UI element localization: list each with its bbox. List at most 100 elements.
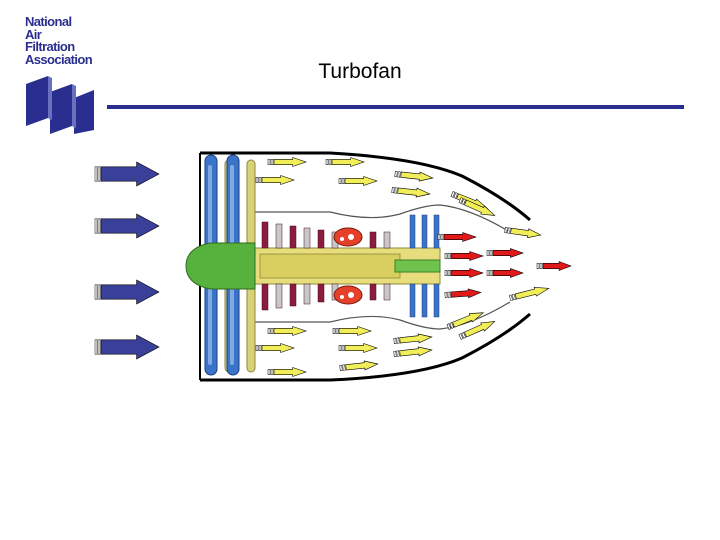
- arrow-tail-bar: [489, 270, 493, 276]
- arrow-tail-bar: [511, 293, 516, 301]
- arrow-tail-bar: [396, 350, 400, 357]
- compressor-blade: [289, 283, 297, 307]
- arrow-tail-bar: [335, 328, 339, 334]
- inner-shaft: [259, 253, 401, 279]
- hot-exhaust-arrow: [444, 268, 484, 278]
- logo-line-filtration: Filtration: [25, 39, 75, 54]
- naf-logo: National Air Filtration Association: [22, 14, 102, 134]
- arrow-tail-bar: [270, 159, 274, 165]
- arrow-tail-bar: [450, 191, 456, 198]
- compressor-blade: [383, 231, 391, 249]
- arrow-body: [450, 288, 482, 299]
- combustor-nozzle: [340, 295, 344, 299]
- arrow-tail-bar: [458, 333, 464, 340]
- arrow-tail-bar: [453, 192, 458, 199]
- bypass-arrow: [255, 343, 295, 353]
- combustor-nozzle: [348, 234, 354, 240]
- compressor-blade: [383, 283, 391, 301]
- arrow-tail-bar: [396, 337, 400, 344]
- arrow-tail-bar: [270, 369, 274, 375]
- logo-line-national: National: [25, 14, 72, 29]
- bypass-arrow: [267, 157, 307, 167]
- arrow-tail-bar: [325, 159, 329, 165]
- arrow-tail-bar: [446, 323, 452, 330]
- arrow-body: [542, 261, 572, 271]
- arrow-body: [100, 334, 160, 360]
- spinner-cone: [185, 242, 256, 290]
- arrow-tail-bar: [332, 328, 336, 334]
- arrow-tail-bar: [394, 187, 398, 194]
- logo-line-air: Air: [25, 26, 42, 42]
- compressor-blade: [303, 283, 311, 305]
- arrow-tail-bar: [341, 345, 345, 351]
- arrow-tail-bar: [393, 350, 397, 357]
- compressor-blade: [261, 283, 269, 311]
- inlet-arrow: [94, 334, 160, 360]
- arrow-tail-bar: [255, 177, 259, 183]
- arrow-tail-bar: [97, 166, 101, 182]
- arrow-tail-bar: [97, 284, 101, 300]
- arrow-tail-bar: [270, 328, 274, 334]
- arrow-tail-bar: [486, 250, 490, 256]
- arrow-tail-bar: [328, 159, 332, 165]
- arrow-tail-bar: [94, 218, 98, 234]
- arrow-tail-bar: [397, 171, 401, 178]
- arrow-tail-bar: [94, 284, 98, 300]
- compressor-blade: [275, 283, 283, 309]
- flow-arrows: [94, 157, 572, 377]
- compressor-blade: [369, 283, 377, 301]
- engine-core: [185, 154, 441, 376]
- arrow-body: [344, 176, 378, 186]
- bypass-arrow: [267, 367, 307, 377]
- arrow-body: [331, 157, 365, 167]
- hot-exhaust-arrow: [486, 268, 524, 278]
- arrow-body: [463, 321, 496, 338]
- arrow-tail-bar: [338, 345, 342, 351]
- arrow-tail-bar: [447, 270, 451, 276]
- nacelle-top: [200, 151, 531, 222]
- arrow-tail-bar: [394, 171, 398, 178]
- bypass-arrow: [325, 157, 365, 167]
- arrow-body: [338, 326, 372, 336]
- arrow-body: [397, 187, 431, 198]
- hot-exhaust-arrow: [536, 261, 572, 271]
- page-title: Turbofan: [318, 60, 402, 83]
- bypass-arrow: [391, 187, 431, 198]
- arrow-tail-bar: [338, 178, 342, 184]
- compressor-blade: [289, 225, 297, 249]
- bypass-arrow: [332, 326, 372, 336]
- turbine-blade: [433, 283, 440, 318]
- arrow-tail-bar: [444, 253, 448, 259]
- logo-wordmark: National Air Filtration Association: [25, 14, 93, 66]
- arrow-body: [514, 287, 550, 300]
- arrow-body: [452, 312, 485, 328]
- bypass-arrow: [393, 346, 433, 357]
- arrow-body: [399, 333, 433, 344]
- arrow-tail-bar: [267, 328, 271, 334]
- bypass-arrow: [450, 191, 489, 209]
- combustor-nozzle: [340, 237, 344, 241]
- turbine-blade: [433, 214, 440, 249]
- arrow-body: [261, 175, 295, 185]
- logo-filter-icon: [26, 76, 94, 134]
- inlet-arrow: [94, 161, 160, 187]
- arrow-body: [344, 343, 378, 353]
- arrow-tail-bar: [342, 364, 346, 371]
- arrow-tail-bar: [444, 291, 448, 298]
- arrow-body: [492, 248, 524, 258]
- arrow-tail-bar: [258, 177, 262, 183]
- arrow-tail-bar: [539, 263, 543, 269]
- arrow-body: [273, 367, 307, 377]
- turbine-blade: [421, 214, 428, 249]
- title-rule: [107, 105, 684, 109]
- arrow-body: [510, 227, 542, 239]
- combustor-nozzle: [348, 292, 354, 298]
- bypass-arrow: [393, 333, 433, 344]
- arrow-body: [100, 161, 160, 187]
- arrow-body: [463, 199, 496, 216]
- arrow-tail-bar: [461, 198, 466, 205]
- nacelle-bottom: [200, 312, 531, 382]
- arrow-tail-bar: [461, 332, 466, 339]
- bypass-arrow: [267, 326, 307, 336]
